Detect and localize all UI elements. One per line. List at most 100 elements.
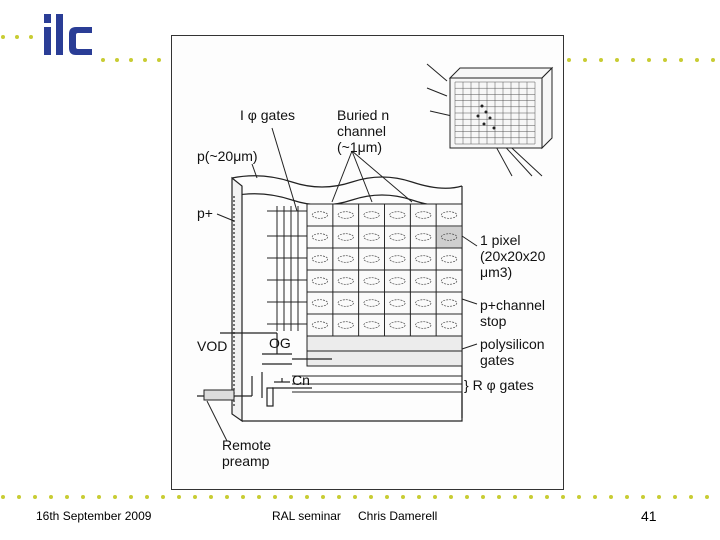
label-p-plus: p+ — [197, 205, 213, 221]
buried-channel — [415, 299, 432, 307]
ccd-diagram — [197, 63, 554, 442]
dot — [193, 495, 197, 499]
buried-channel — [440, 299, 458, 307]
label-pixel-1: 1 pixel — [480, 232, 521, 248]
dot — [289, 495, 293, 499]
ccd-diagram-figure: I φ gates Buried n channel (~1μm) p(~20μ… — [171, 35, 564, 490]
preamp-connector — [203, 389, 235, 401]
dot — [641, 495, 645, 499]
dot — [129, 495, 133, 499]
dot — [385, 495, 389, 499]
buried-channel — [311, 321, 329, 329]
dot — [625, 495, 629, 499]
buried-channel — [415, 233, 432, 241]
dot — [321, 495, 325, 499]
dot — [545, 495, 549, 499]
polysilicon-gates — [306, 335, 463, 367]
buried-channel — [311, 255, 329, 263]
label-buried-n-3: (~1μm) — [337, 139, 383, 155]
dot — [49, 495, 53, 499]
page-number: 41 — [641, 508, 657, 524]
label-og: OG — [269, 335, 291, 351]
buried-channel — [440, 321, 458, 329]
dot — [273, 495, 277, 499]
dot — [113, 495, 117, 499]
buried-channel — [440, 255, 458, 263]
dot — [241, 495, 245, 499]
dot — [593, 495, 597, 499]
buried-channel — [337, 277, 354, 285]
dot — [609, 495, 613, 499]
r-gate-lines — [292, 375, 462, 393]
dot — [17, 495, 21, 499]
buried-channel — [337, 211, 354, 219]
ilc-logo — [40, 10, 100, 67]
ilc-logo-mark — [44, 14, 92, 55]
surface-wave — [231, 175, 463, 189]
dot — [161, 495, 165, 499]
buried-channel — [440, 233, 458, 241]
logo-stem-i — [44, 27, 51, 55]
buried-channel — [311, 299, 329, 307]
dot — [497, 495, 501, 499]
dot — [305, 495, 309, 499]
dot — [177, 495, 181, 499]
buried-channel — [389, 211, 406, 219]
dot — [33, 495, 37, 499]
dot — [97, 495, 101, 499]
dot — [417, 495, 421, 499]
dot — [529, 495, 533, 499]
label-vod: VOD — [197, 338, 228, 354]
dot — [673, 495, 677, 499]
buried-channel — [389, 255, 406, 263]
label-channel-stop-2: stop — [480, 313, 507, 329]
footer-date: 16th September 2009 — [36, 509, 152, 523]
buried-channel — [415, 277, 432, 285]
dot — [561, 495, 565, 499]
dot — [65, 495, 69, 499]
label-buried-n-1: Buried n — [337, 107, 390, 123]
dot — [465, 495, 469, 499]
logo-dot-i — [44, 14, 51, 23]
buried-channel — [311, 211, 329, 219]
dot — [513, 495, 517, 499]
buried-channel — [415, 321, 432, 329]
dot — [689, 495, 693, 499]
buried-channel — [389, 277, 406, 285]
base-edge — [242, 393, 463, 422]
label-i-phi-gates: I φ gates — [240, 107, 295, 123]
label-remote-1: Remote — [222, 437, 272, 453]
dot — [657, 495, 661, 499]
buried-channel — [337, 321, 354, 329]
buried-channel — [440, 211, 458, 219]
buried-channel — [363, 233, 380, 241]
top-dot-row-right — [567, 58, 715, 62]
buried-channel — [337, 299, 354, 307]
footer-seminar: RAL seminar — [272, 509, 341, 523]
label-remote-2: preamp — [222, 453, 270, 469]
dot — [225, 495, 229, 499]
buried-channel — [389, 321, 406, 329]
top-dot-row-left — [1, 35, 33, 39]
buried-channel — [440, 277, 458, 285]
buried-channel — [363, 255, 380, 263]
logo-stem-l — [56, 14, 63, 55]
buried-channel — [311, 277, 329, 285]
label-channel-stop-1: p+channel — [480, 297, 546, 313]
dot — [705, 495, 709, 499]
label-pixel-2: (20x20x20 — [480, 248, 546, 264]
footer-author: Chris Damerell — [358, 509, 438, 523]
bottom-dot-row — [1, 495, 709, 499]
label-pixel-3: μm3) — [480, 264, 513, 280]
dot — [337, 495, 341, 499]
buried-channel — [415, 211, 432, 219]
inset-detector — [448, 66, 554, 150]
top-dot-row-mid — [101, 58, 161, 62]
buried-channel — [389, 299, 406, 307]
buried-channel — [337, 255, 354, 263]
buried-channel — [415, 255, 432, 263]
dot — [481, 495, 485, 499]
dot — [81, 495, 85, 499]
label-r-phi-gates: } R φ gates — [464, 377, 534, 393]
dot — [433, 495, 437, 499]
